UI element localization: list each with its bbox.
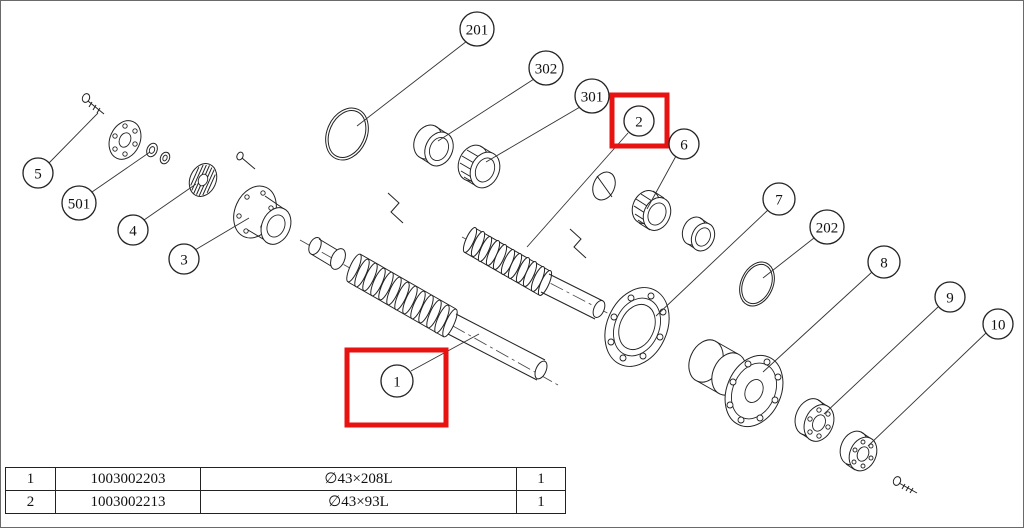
- leader-lines: [48, 40, 987, 447]
- part-no: 1: [5, 468, 55, 490]
- parts-table: 1 1003002203 ∅43×208L 1 2 1003002213 ∅43…: [5, 467, 566, 514]
- exploded-view-drawing: [81, 93, 918, 494]
- seal-ring-part-201: [325, 107, 369, 161]
- gear-part-4: [188, 163, 218, 197]
- parts-table-row-1: 1 1003002203 ∅43×208L 1: [5, 468, 566, 491]
- bolted-flange-part-7: [604, 287, 670, 367]
- flange-part-5: [108, 120, 142, 160]
- ribbed-bearing-ring: [631, 190, 672, 231]
- balloon-2-label: 2: [635, 114, 643, 130]
- balloon-5-label: 5: [34, 166, 42, 182]
- balloon-201-label: 201: [466, 22, 489, 38]
- break-line-2: [569, 228, 587, 259]
- secondary-shaft-part-2: [462, 227, 606, 320]
- small-flange-part-9: [794, 398, 835, 442]
- washers-part-501: [146, 142, 171, 165]
- bolt-top-left: [81, 93, 105, 115]
- part-number: 1003002203: [55, 468, 200, 490]
- balloon-8: 8: [867, 245, 901, 279]
- snap-ring: [592, 171, 616, 201]
- balloon-1-label: 1: [393, 374, 401, 390]
- highlight-boxes: [344, 92, 670, 428]
- wheel-hub-part-8: [688, 339, 784, 428]
- balloon-501: 501: [61, 185, 97, 221]
- balloon-1: 1: [380, 364, 414, 398]
- part-qty: 1: [516, 491, 566, 513]
- end-flange-part-10: [839, 430, 878, 472]
- balloon-9-label: 9: [946, 290, 954, 306]
- balloon-6: 6: [668, 128, 700, 160]
- balloon-2: 2: [623, 105, 655, 137]
- part-number: 1003002213: [55, 491, 200, 513]
- balloon-9: 9: [934, 281, 966, 313]
- balloon-10: 10: [982, 308, 1014, 340]
- balloon-202-label: 202: [816, 220, 839, 236]
- highlight-box-1: [344, 347, 449, 428]
- callout-balloons: 5 501 4 3 201 302: [22, 11, 1014, 398]
- spacer-ring: [681, 216, 716, 252]
- bushing-part-302: [413, 124, 454, 167]
- balloon-201: 201: [459, 11, 495, 47]
- main-shaft-part-1: [308, 236, 548, 381]
- balloon-202: 202: [809, 209, 845, 245]
- balloon-501-label: 501: [68, 196, 91, 212]
- ribbed-ring-part-301: [457, 144, 501, 189]
- balloon-302-label: 302: [535, 61, 558, 77]
- balloon-302: 302: [528, 50, 564, 86]
- part-qty: 1: [516, 468, 566, 490]
- balloon-4-label: 4: [129, 223, 137, 239]
- bolt-small-upper: [236, 151, 256, 170]
- o-ring-part-202: [739, 261, 775, 307]
- balloon-7-label: 7: [775, 192, 783, 208]
- balloon-8-label: 8: [880, 255, 888, 271]
- part-no: 2: [5, 491, 55, 513]
- highlight-box-2: [609, 92, 670, 149]
- balloon-301: 301: [574, 78, 610, 114]
- balloon-7: 7: [762, 182, 796, 216]
- balloon-3-label: 3: [180, 252, 188, 268]
- balloon-5: 5: [22, 157, 54, 189]
- bolt-bottom-right: [892, 476, 918, 494]
- balloon-10-label: 10: [991, 317, 1006, 333]
- balloon-6-label: 6: [680, 137, 688, 153]
- balloon-301-label: 301: [581, 89, 604, 105]
- break-line-1: [387, 192, 404, 224]
- flange-part-3: [233, 185, 292, 245]
- balloon-4: 4: [117, 214, 149, 246]
- part-spec: ∅43×208L: [200, 468, 516, 490]
- balloon-3: 3: [168, 243, 200, 275]
- part-spec: ∅43×93L: [200, 491, 516, 513]
- parts-table-row-2: 2 1003002213 ∅43×93L 1: [5, 491, 566, 514]
